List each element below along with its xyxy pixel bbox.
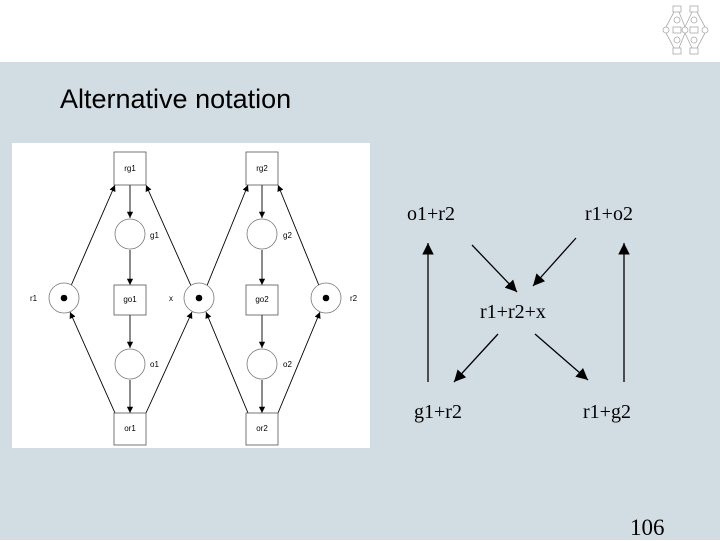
state-g1-r2: g1+r2 xyxy=(414,401,462,423)
arc-x-rg1 xyxy=(145,184,193,289)
transition-label-or2: or2 xyxy=(256,424,268,433)
transition-go1 xyxy=(113,284,147,316)
transition-or2 xyxy=(245,412,279,446)
token-r2 xyxy=(322,294,330,302)
edge-r1o2-r1r2x xyxy=(532,237,577,287)
petri-net: rg1 rg2 go1 go2 or1 or2 g1 g2 r1 x r2 o1… xyxy=(12,143,370,448)
transition-label-rg2: rg2 xyxy=(256,164,268,173)
transition-label-rg1: rg1 xyxy=(124,164,136,173)
transition-go2 xyxy=(245,284,279,316)
thumbnail-logo-icon xyxy=(662,5,709,55)
transition-rg2 xyxy=(245,151,279,186)
place-label-g1: g1 xyxy=(150,231,159,240)
edge-r1r2x-r1g2 xyxy=(534,333,589,381)
place-label-o2: o2 xyxy=(283,360,292,369)
place-o1 xyxy=(114,348,146,380)
arc-r2-rg2 xyxy=(277,184,321,289)
slide-title: Alternative notation xyxy=(60,84,292,114)
place-label-r1: r1 xyxy=(30,294,38,303)
arc-x-rg2 xyxy=(205,184,249,289)
edge-r1r2x-g1r2 xyxy=(453,333,499,383)
place-label-o1: o1 xyxy=(150,360,159,369)
transition-rg1 xyxy=(113,151,147,186)
arc-or2-r2 xyxy=(277,311,321,414)
token-x xyxy=(195,294,203,302)
edge-o1r2-r1r2x xyxy=(471,244,518,293)
place-label-g2: g2 xyxy=(283,231,292,240)
token-r1 xyxy=(60,294,68,302)
arc-or1-r1 xyxy=(69,311,116,414)
transition-label-or1: or1 xyxy=(124,424,136,433)
place-g1 xyxy=(114,218,146,250)
state-graph: o1+r2 r1+o2 r1+r2+x g1+r2 r1+g2 xyxy=(407,203,633,423)
arc-r1-rg1 xyxy=(69,184,116,289)
state-r1-g2: r1+g2 xyxy=(583,401,631,423)
transition-or1 xyxy=(113,412,147,446)
state-r1-r2-x: r1+r2+x xyxy=(480,301,546,323)
place-o2 xyxy=(246,348,278,380)
transition-label-go2: go2 xyxy=(255,295,269,304)
slide-header-band xyxy=(0,0,720,62)
page-number: 106 xyxy=(630,515,665,540)
place-label-r2: r2 xyxy=(350,294,358,303)
place-g2 xyxy=(246,218,278,250)
arc-or1-x xyxy=(145,311,193,414)
transition-label-go1: go1 xyxy=(123,295,137,304)
arc-or2-x xyxy=(205,311,249,414)
state-o1-r2: o1+r2 xyxy=(407,203,455,225)
place-label-x: x xyxy=(169,294,173,303)
state-r1-o2: r1+o2 xyxy=(585,203,633,225)
